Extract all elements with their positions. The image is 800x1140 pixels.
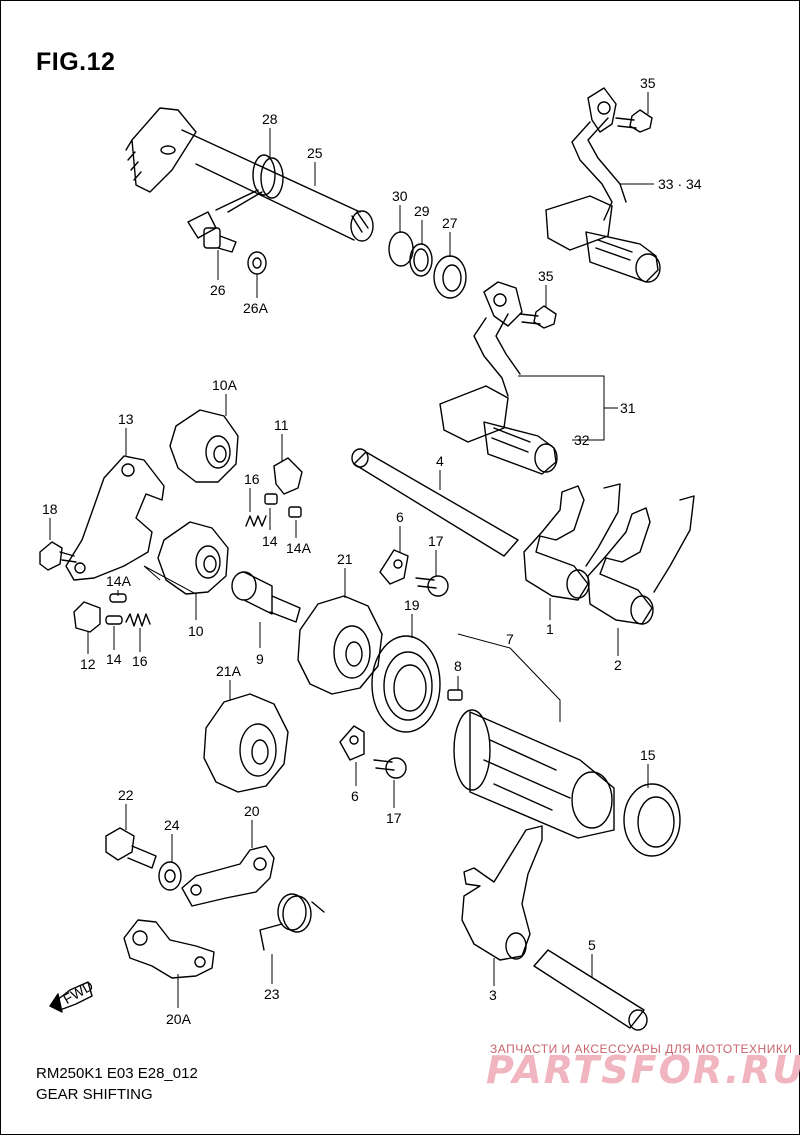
part-28-return-spring — [215, 154, 284, 213]
leader-10 — [143, 565, 197, 620]
part-label-25: 25 — [307, 145, 323, 161]
part-label-5: 5 — [588, 937, 596, 953]
part-label-8: 8 — [454, 658, 462, 674]
part-label-16-lower: 16 — [132, 653, 148, 669]
part-16-spring-lower — [125, 613, 151, 627]
part-17-screw-upper — [415, 575, 449, 597]
model-code: RM250K1 E03 E28_012 — [36, 1065, 198, 1082]
part-24-washer — [158, 861, 182, 891]
part-20-stopper-arm — [181, 845, 275, 907]
part-label-17-upper: 17 — [428, 533, 444, 549]
part-13-cam-guide-plate — [65, 455, 165, 581]
part-label-26: 26 — [210, 282, 226, 298]
part-10-pawl-lifter — [157, 521, 229, 595]
leader-31 — [518, 375, 618, 441]
part-label-13: 13 — [118, 411, 134, 427]
part-11-pawl — [273, 457, 303, 495]
part-label-24: 24 — [164, 817, 180, 833]
part-label-20: 20 — [244, 803, 260, 819]
part-label-2: 2 — [614, 657, 622, 673]
part-label-9: 9 — [256, 651, 264, 667]
part-label-21: 21 — [337, 551, 353, 567]
part-35-bolt-lower — [519, 305, 557, 329]
part-3-shift-fork — [461, 825, 543, 961]
part-9-gear-shaft — [231, 571, 301, 623]
part-29-washer — [409, 243, 433, 277]
part-6-stopper-plate-lower — [339, 725, 365, 761]
part-label-22: 22 — [118, 787, 134, 803]
watermark-brand: PARTSFOR.RU — [486, 1048, 800, 1092]
part-label-35-upper: 35 — [640, 75, 656, 91]
part-7-gearshift-cam — [453, 709, 615, 839]
part-19-bearing — [371, 635, 441, 733]
part-label-12: 12 — [80, 656, 96, 672]
part-label-4: 4 — [436, 453, 444, 469]
part-12-pawl — [73, 601, 101, 633]
fwd-arrow-icon — [49, 981, 93, 1013]
part-label-27: 27 — [442, 215, 458, 231]
part-label-7: 7 — [506, 631, 514, 647]
part-label-20A: 20A — [166, 1011, 192, 1027]
part-label-14A-lower: 14A — [106, 573, 132, 589]
part-label-14-upper: 14 — [262, 533, 278, 549]
part-label-23: 23 — [264, 986, 280, 1002]
part-14A-pin-upper — [288, 506, 302, 518]
part-label-6-lower: 6 — [351, 788, 359, 804]
part-14-pin-upper — [264, 493, 278, 505]
part-33-34-gearshift-lever — [545, 87, 661, 283]
part-label-11: 11 — [274, 417, 289, 433]
part-35-bolt-upper — [615, 109, 653, 133]
watermark-tagline: ЗАПЧАСТИ И АКСЕССУАРЫ ДЛЯ МОТОТЕХНИКИ — [490, 1042, 793, 1056]
figure-title: FIG.12 — [36, 48, 116, 76]
part-26-bolt — [187, 211, 237, 253]
part-label-21A: 21A — [216, 663, 242, 679]
part-32-footpeg-rubber — [483, 421, 558, 475]
part-label-1: 1 — [546, 621, 554, 637]
part-18-screw — [39, 541, 77, 571]
part-23-stopper-spring — [259, 893, 325, 951]
part-2-shift-fork — [587, 495, 695, 625]
part-10A-pawl-lifter — [169, 409, 239, 483]
part-6-stopper-plate-upper — [379, 549, 409, 585]
part-label-6-upper: 6 — [396, 509, 404, 525]
part-label-32: 32 — [574, 432, 590, 448]
part-label-14A-upper: 14A — [286, 540, 312, 556]
part-15-bearing — [623, 783, 681, 857]
part-20A-stopper-arm — [123, 919, 215, 979]
part-5-fork-shaft — [533, 949, 648, 1031]
leader-7 — [457, 633, 561, 722]
part-label-3: 3 — [489, 987, 497, 1003]
part-label-29: 29 — [414, 203, 430, 219]
part-label-28: 28 — [262, 111, 278, 127]
part-label-26A: 26A — [243, 300, 269, 316]
part-label-15: 15 — [640, 747, 656, 763]
part-labels: 1 2 3 4 5 6 6 7 8 9 10 10A 11 12 13 14 1… — [42, 75, 702, 1027]
part-label-14-lower: 14 — [106, 651, 122, 667]
part-label-16-upper: 16 — [244, 471, 260, 487]
part-8-pin — [447, 689, 463, 701]
part-label-19: 19 — [404, 597, 420, 613]
part-label-10A: 10A — [212, 377, 238, 393]
part-label-17-lower: 17 — [386, 810, 402, 826]
part-21-gear-cam-stopper — [297, 595, 383, 695]
part-31-gearshift-lever — [439, 281, 523, 443]
part-25-gearshift-shaft — [125, 107, 374, 242]
figure-caption: GEAR SHIFTING — [36, 1086, 153, 1103]
part-label-33-34: 33 · 34 — [658, 176, 702, 192]
part-label-18: 18 — [42, 501, 58, 517]
part-17-screw-lower — [373, 757, 407, 779]
part-label-30: 30 — [392, 188, 408, 204]
part-16-spring-upper — [245, 515, 267, 527]
part-4-fork-shaft — [351, 448, 519, 557]
part-label-35-lower: 35 — [538, 268, 554, 284]
part-label-10: 10 — [188, 623, 204, 639]
part-label-31: 31 — [620, 400, 636, 416]
part-21A-gear-cam-stopper — [203, 693, 289, 793]
part-22-bolt — [105, 827, 157, 869]
part-14-pin-lower — [105, 615, 123, 625]
